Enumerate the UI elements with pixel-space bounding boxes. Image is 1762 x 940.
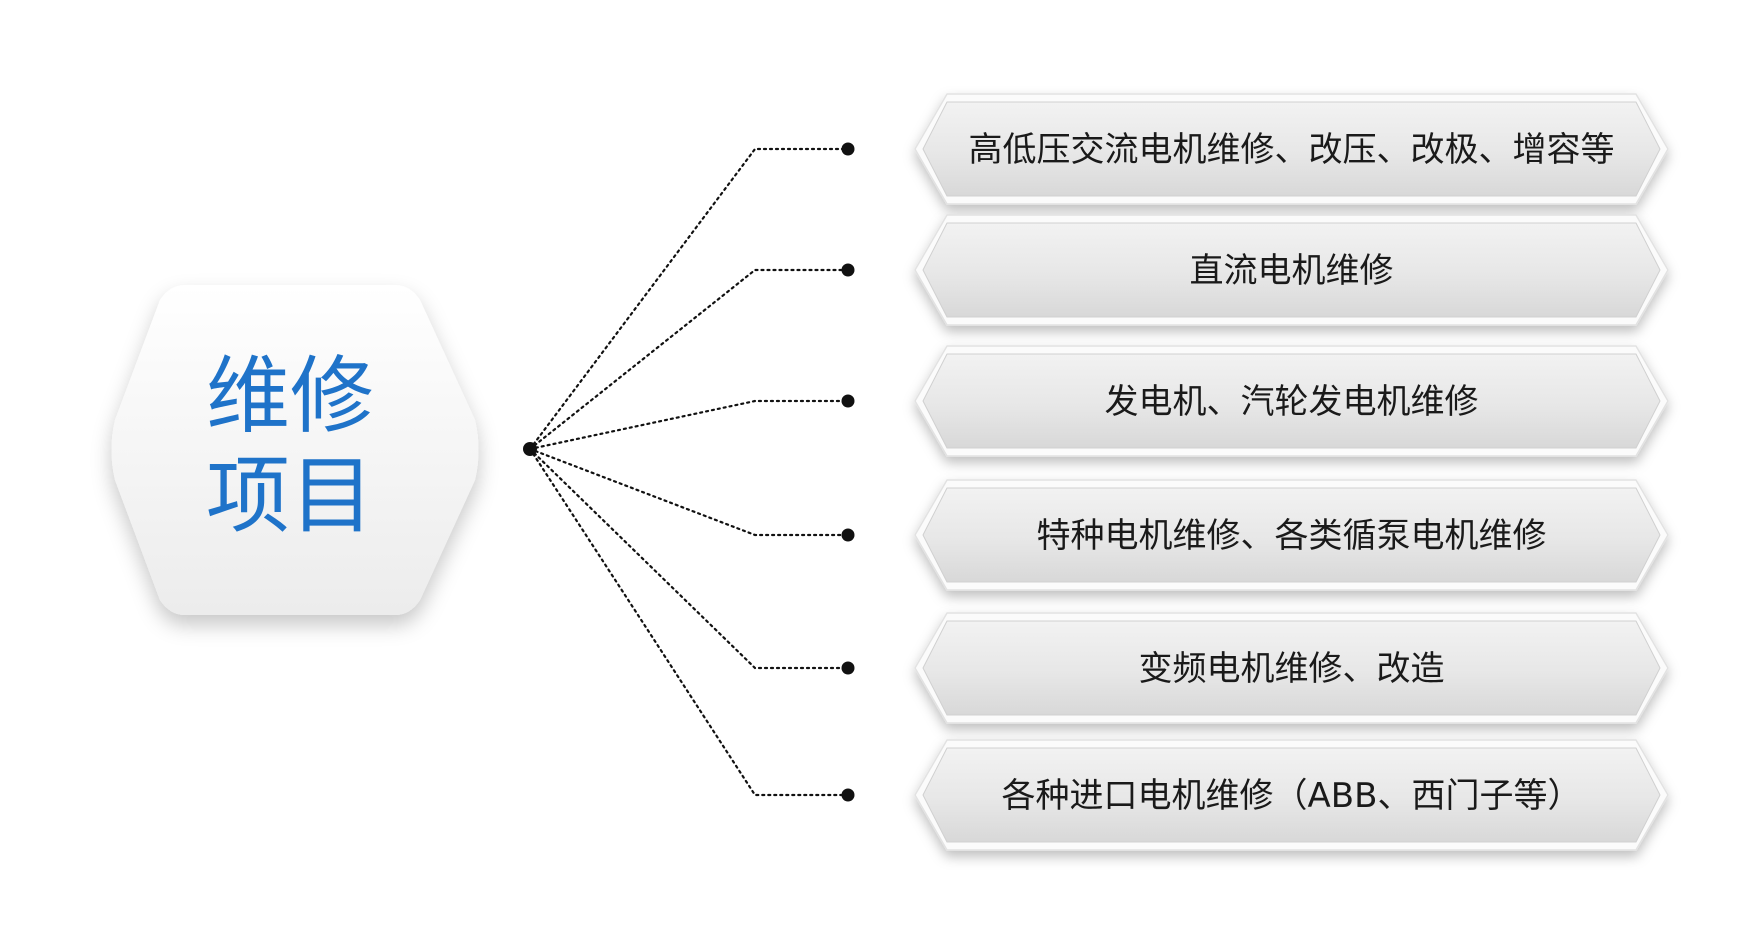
- connector-end-dot: [841, 528, 855, 542]
- connector-end-dot: [841, 661, 855, 675]
- connector-end-dot: [841, 263, 855, 277]
- item-band: 高低压交流电机维修、改压、改极、增容等: [914, 93, 1669, 205]
- item-band-face: [922, 620, 1661, 716]
- item-band-face: [922, 747, 1661, 843]
- item-list: 高低压交流电机维修、改压、改极、增容等直流电机维修发电机、汽轮发电机维修特种电机…: [914, 93, 1669, 851]
- center-hexagon: 维修 项目: [111, 285, 479, 615]
- connector-line: [528, 268, 850, 451]
- item-band: 变频电机维修、改造: [914, 612, 1669, 724]
- connector-group: [523, 142, 855, 802]
- item-label: 变频电机维修、改造: [1139, 649, 1445, 689]
- center-title-line2: 项目: [206, 447, 374, 545]
- item-label: 发电机、汽轮发电机维修: [1105, 382, 1479, 422]
- item-band-face: [922, 353, 1661, 449]
- center-hexagon-shape: [111, 285, 479, 615]
- connector-line: [528, 399, 850, 451]
- connector-end-dot: [841, 394, 855, 408]
- connector-line: [528, 447, 850, 797]
- item-band-face: [922, 222, 1661, 318]
- item-label: 特种电机维修、各类循泵电机维修: [1037, 516, 1547, 556]
- connector-line: [528, 147, 850, 451]
- item-band-face: [922, 101, 1661, 197]
- connector-end-dot: [841, 788, 855, 802]
- item-band: 直流电机维修: [914, 214, 1669, 326]
- item-label: 直流电机维修: [1190, 251, 1394, 291]
- item-label: 高低压交流电机维修、改压、改极、增容等: [969, 130, 1615, 170]
- item-band: 各种进口电机维修（ABB、西门子等）: [914, 739, 1669, 851]
- connector-end-dot: [841, 142, 855, 156]
- center-title-line1: 维修: [206, 347, 374, 445]
- connector-line: [528, 447, 850, 537]
- item-band: 特种电机维修、各类循泵电机维修: [914, 479, 1669, 591]
- connector-line: [528, 447, 850, 670]
- item-label: 各种进口电机维修（ABB、西门子等）: [1002, 776, 1582, 816]
- item-band-face: [922, 487, 1661, 583]
- item-band: 发电机、汽轮发电机维修: [914, 345, 1669, 457]
